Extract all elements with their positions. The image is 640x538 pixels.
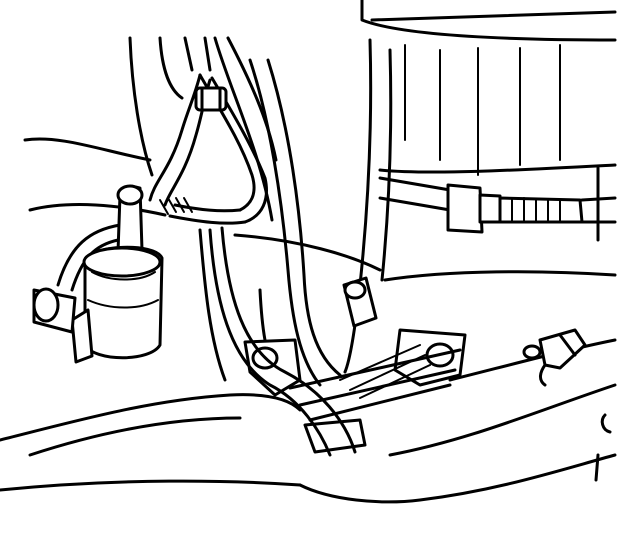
- mounting-bracket: [243, 38, 467, 397]
- right-hose-connector: [378, 166, 617, 242]
- clip-fastener: [522, 328, 587, 387]
- edge-marks: [594, 413, 612, 482]
- fuel-lines: [56, 73, 462, 457]
- engine-block-outline: [0, 0, 617, 504]
- fuel-filter: [32, 184, 164, 364]
